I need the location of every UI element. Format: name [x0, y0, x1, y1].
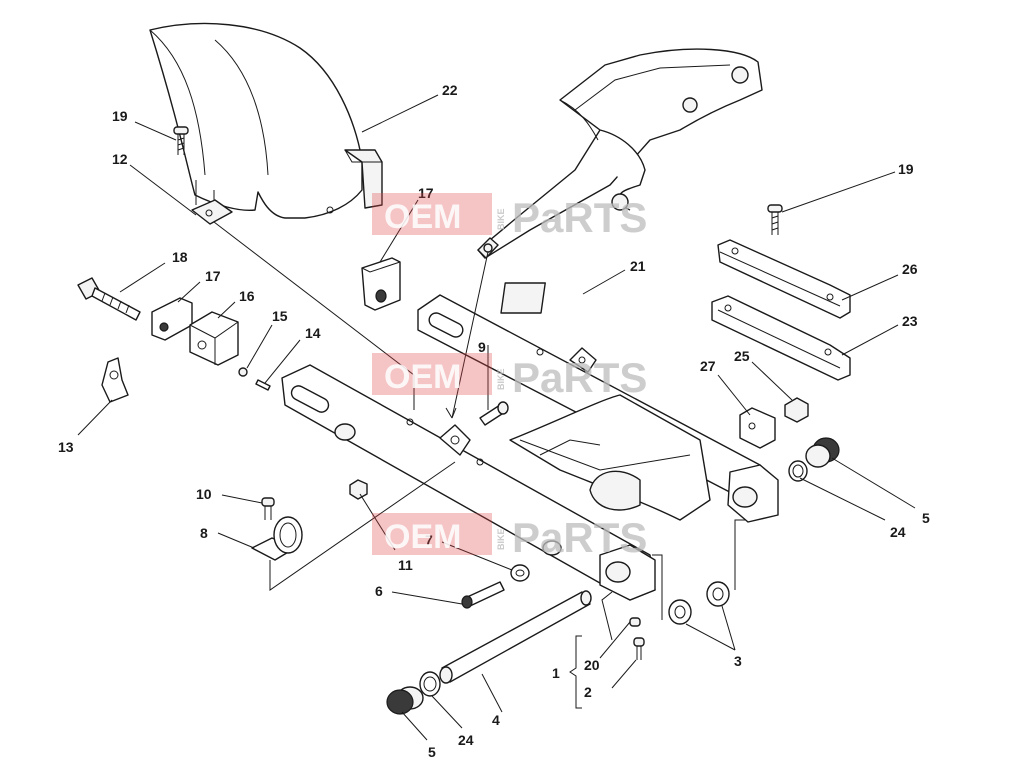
callout-12: 12 [112, 151, 128, 167]
long-bolt-part [77, 277, 141, 321]
svg-text:BIKE: BIKE [496, 368, 506, 390]
bolt-part [461, 581, 505, 609]
chain-slider-lower-part [711, 295, 851, 381]
callout-24: 24 [458, 732, 474, 748]
callout-19: 19 [898, 161, 914, 177]
leader-lines [77, 94, 916, 741]
washer-part [668, 581, 730, 625]
callout-5: 5 [428, 744, 436, 760]
svg-text:PaRTS: PaRTS [512, 194, 647, 241]
callout-3: 3 [734, 653, 742, 669]
callout-20: 20 [584, 657, 600, 673]
small-screw-part [255, 379, 271, 391]
nut-part [349, 479, 368, 500]
callout-19: 19 [112, 108, 128, 124]
callout-21: 21 [630, 258, 646, 274]
callout-26: 26 [902, 261, 918, 277]
hose-clamp-part [251, 497, 303, 561]
callout-17: 17 [418, 185, 434, 201]
svg-text:BIKE: BIKE [496, 528, 506, 550]
callout-6: 6 [375, 583, 383, 599]
grub-screw-part [629, 617, 645, 660]
screw-part [767, 204, 783, 235]
callout-24: 24 [890, 524, 906, 540]
svg-text:OEM: OEM [384, 198, 461, 236]
callout-labels: 22 19 12 17 19 18 17 16 15 14 21 26 23 9… [58, 82, 930, 760]
callout-14: 14 [305, 325, 321, 341]
callout-2: 2 [584, 684, 592, 700]
small-washer-part [238, 367, 248, 377]
rear-hugger-part [149, 22, 383, 219]
rear-subframe-part [477, 48, 763, 259]
callout-7: 7 [425, 532, 433, 548]
decal-part [500, 282, 546, 314]
callout-11: 11 [398, 557, 413, 573]
bolt-part [479, 401, 509, 426]
mount-bracket-part [101, 357, 129, 403]
svg-text:PaRTS: PaRTS [512, 354, 647, 401]
watermark: OEM BIKE PaRTS [372, 353, 647, 401]
seal-ring-part [419, 671, 441, 697]
callout-10: 10 [196, 486, 212, 502]
screw-part [173, 126, 189, 155]
callout-16: 16 [239, 288, 255, 304]
svg-text:OEM: OEM [384, 518, 461, 556]
callout-23: 23 [902, 313, 918, 329]
svg-text:OEM: OEM [384, 358, 461, 396]
pivot-shaft-part [439, 590, 592, 684]
nut-part [784, 397, 809, 423]
chain-slider-upper-part [717, 239, 851, 319]
callout-4: 4 [492, 712, 500, 728]
washer-part [510, 564, 530, 582]
callout-13: 13 [58, 439, 74, 455]
callout-9: 9 [478, 339, 486, 355]
callout-5: 5 [922, 510, 930, 526]
callout-25: 25 [734, 348, 750, 364]
axle-block-part [739, 407, 776, 449]
dust-cap-part [805, 437, 840, 468]
callout-22: 22 [442, 82, 458, 98]
chain-guide-clip-part [361, 257, 401, 311]
hugger-bracket-part [191, 180, 233, 225]
callout-27: 27 [700, 358, 716, 374]
svg-text:PaRTS: PaRTS [512, 514, 647, 561]
seal-ring-part [788, 460, 808, 482]
clip-part [151, 297, 193, 341]
watermark: OEM BIKE PaRTS [372, 193, 647, 241]
swingarm-part [281, 294, 779, 601]
dust-cap-part [386, 686, 424, 715]
callout-15: 15 [272, 308, 288, 324]
svg-text:BIKE: BIKE [496, 208, 506, 230]
watermark: OEM BIKE PaRTS [372, 513, 647, 561]
callout-1: 1 [552, 665, 560, 681]
callout-18: 18 [172, 249, 188, 265]
mount-block-part [189, 311, 239, 366]
callout-8: 8 [200, 525, 208, 541]
callout-17: 17 [205, 268, 221, 284]
group-brace [569, 635, 582, 709]
